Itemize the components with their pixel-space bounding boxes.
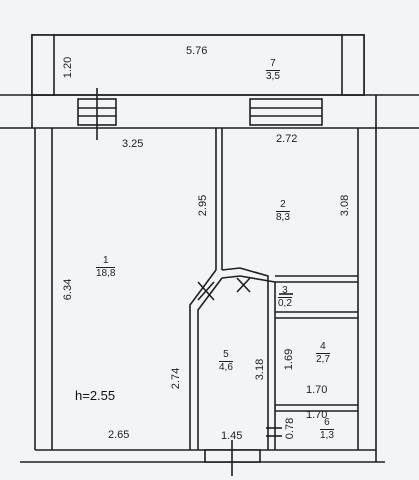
- dim-hall-bottom: 1.45: [221, 430, 243, 442]
- dim-room4-left: 1.69: [283, 348, 296, 371]
- dim-room2-left: 2.95: [197, 194, 210, 217]
- room-number: 4: [316, 342, 330, 354]
- room-area: 3,5: [266, 71, 280, 82]
- dim-balcony-depth: 1.20: [62, 56, 75, 79]
- room-5-label: 5 4,6: [219, 350, 233, 373]
- room-area: 2,7: [316, 354, 330, 365]
- room-number: 5: [219, 350, 233, 362]
- dim-room6-left: 0.78: [284, 417, 297, 440]
- dim-room6-top: 1.70: [306, 409, 328, 421]
- room-7-label: 7 3,5: [266, 59, 280, 82]
- room-1-label: 1 18,8: [96, 256, 116, 279]
- balcony-left-wall: [31, 34, 55, 96]
- room-4-label: 4 2,7: [316, 342, 330, 365]
- room-number: 3: [278, 286, 292, 298]
- dim-room1-bottom: 2.65: [108, 429, 130, 441]
- balcony-outline: [31, 34, 365, 96]
- hall-wall-left: [189, 269, 217, 450]
- dim-room1-top: 3.25: [122, 138, 144, 150]
- room-number: 7: [266, 59, 280, 71]
- dim-hall-right: 3.18: [254, 358, 267, 381]
- room-area: 18,8: [96, 268, 116, 279]
- room-area: 4,6: [219, 362, 233, 373]
- room-area: 8,3: [276, 212, 290, 223]
- room-area: 1,3: [320, 430, 334, 441]
- balcony-window-right: [249, 98, 323, 126]
- room-2-label: 2 8,3: [276, 200, 290, 223]
- dim-room2-right: 3.08: [339, 194, 352, 217]
- ceiling-height: h=2.55: [75, 388, 116, 403]
- dim-room1-left: 6.34: [62, 278, 75, 301]
- hall-wall-top: [221, 267, 269, 450]
- dim-hall-left: 2.74: [170, 367, 183, 390]
- dim-room4-bottom: 1.70: [306, 384, 328, 396]
- dim-balcony-width: 5.76: [186, 45, 208, 57]
- dim-room2-top: 2.72: [276, 133, 298, 145]
- room-3-label: 3 0,2: [278, 286, 292, 309]
- room-6-label: 6 1,3: [320, 418, 334, 441]
- room-number: 1: [96, 256, 116, 268]
- room-number: 6: [320, 418, 334, 430]
- room-area: 0,2: [278, 298, 292, 309]
- balcony-right-wall: [341, 34, 365, 96]
- room-number: 2: [276, 200, 290, 212]
